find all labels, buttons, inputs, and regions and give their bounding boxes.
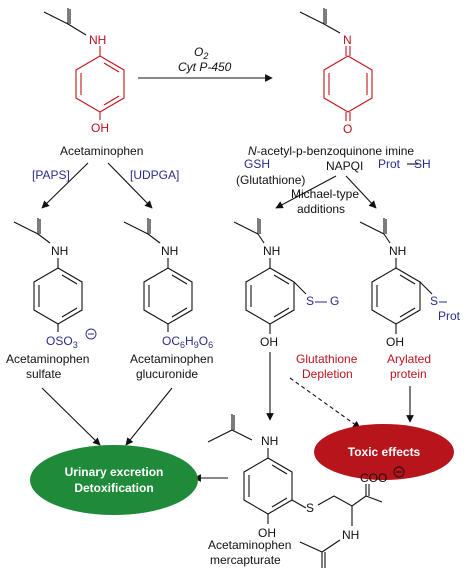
sulfate-label-1: Acetaminophen <box>6 352 89 366</box>
napqi-structure: N O N-acetyl-p-benzoquinone imine NAPQI <box>248 8 414 173</box>
sulfate-label-2: sulfate <box>26 367 62 381</box>
merc-nh2: NH <box>342 528 359 542</box>
mercapturate-label-2: mercapturate <box>210 553 281 567</box>
michael-label-1: Michael-type <box>291 187 359 201</box>
udpga-arrow <box>107 162 153 209</box>
napqi-name: N-acetyl-p-benzoquinone imine <box>248 144 414 158</box>
glucuronide-label-1: Acetaminophen <box>130 352 213 366</box>
prot-adduct-prot: Prot <box>438 309 461 323</box>
gsh-adduct-g: G <box>330 294 339 308</box>
toxic-effects-ellipse <box>314 424 454 480</box>
urinary-excretion-ellipse <box>30 445 198 515</box>
gsh-arrow <box>275 175 337 209</box>
udpga-label: [UDPGA] <box>130 168 179 182</box>
gsh-adduct-nh: NH <box>263 244 280 258</box>
acetaminophen-structure: NH OH Acetaminophen <box>43 8 143 158</box>
arylated-1: Arylated <box>387 352 431 366</box>
merc-s: S <box>306 501 314 515</box>
glucuronide-group: OC6H9O6 <box>162 334 213 350</box>
merc-nh: NH <box>261 434 278 448</box>
glucuronide-excretion-arrow <box>125 387 173 446</box>
protein-adduct-structure: NH OH S Prot <box>359 218 461 349</box>
sulfate-nh: NH <box>51 244 68 258</box>
o-label: O <box>343 122 352 136</box>
napqi-abbr: NAPQI <box>326 159 363 173</box>
michael-label-2: additions <box>297 202 345 216</box>
prot-adduct-oh: OH <box>386 335 404 349</box>
arylated-2: protein <box>390 367 427 381</box>
glucuronide-label-2: glucuronide <box>136 367 198 381</box>
sulfate-structure: NH OSO3 Acetaminophen sulfate <box>6 218 97 381</box>
glut-depletion-1: Glutathione <box>296 352 358 366</box>
gsh-label: GSH <box>244 157 270 171</box>
glutathione-adduct-structure: NH OH S G <box>233 218 339 349</box>
nh-label: NH <box>89 33 106 47</box>
sulfate-excretion-arrow <box>41 387 101 446</box>
toxic-effects-label: Toxic effects <box>348 445 421 459</box>
sulfate-group: OSO3 <box>46 334 78 350</box>
paps-label: [PAPS] <box>32 168 70 182</box>
paps-arrow <box>41 162 89 209</box>
glucuronide-nh: NH <box>161 244 178 258</box>
oh-label: OH <box>91 121 109 135</box>
glutathione-label: (Glutathione) <box>236 173 305 187</box>
merc-coo: COO <box>360 471 387 485</box>
prot-sh-arrow <box>345 175 377 209</box>
cyp450-label: Cyt P-450 <box>178 60 232 74</box>
acetaminophen-label: Acetaminophen <box>60 144 143 158</box>
o2-label: O2 <box>194 45 208 61</box>
urinary-label-1: Urinary excretion <box>65 465 164 479</box>
depletion-arrow <box>289 377 361 429</box>
n-label: N <box>343 33 352 47</box>
gsh-adduct-oh: OH <box>260 335 278 349</box>
mercapturate-structure: NH OH S COO NH Acetaminophen mercapturat… <box>207 414 405 568</box>
prot-adduct-s: S <box>430 294 438 308</box>
urinary-label-2: Detoxification <box>74 481 153 495</box>
mercapturate-label-1: Acetaminophen <box>208 538 291 552</box>
glut-depletion-2: Depletion <box>302 367 353 381</box>
glucuronide-structure: NH OC6H9O6 Acetaminophen glucuronide <box>123 218 213 381</box>
prot-adduct-nh: NH <box>389 244 406 258</box>
gsh-adduct-s: S <box>306 294 314 308</box>
merc-oh: OH <box>258 526 276 540</box>
